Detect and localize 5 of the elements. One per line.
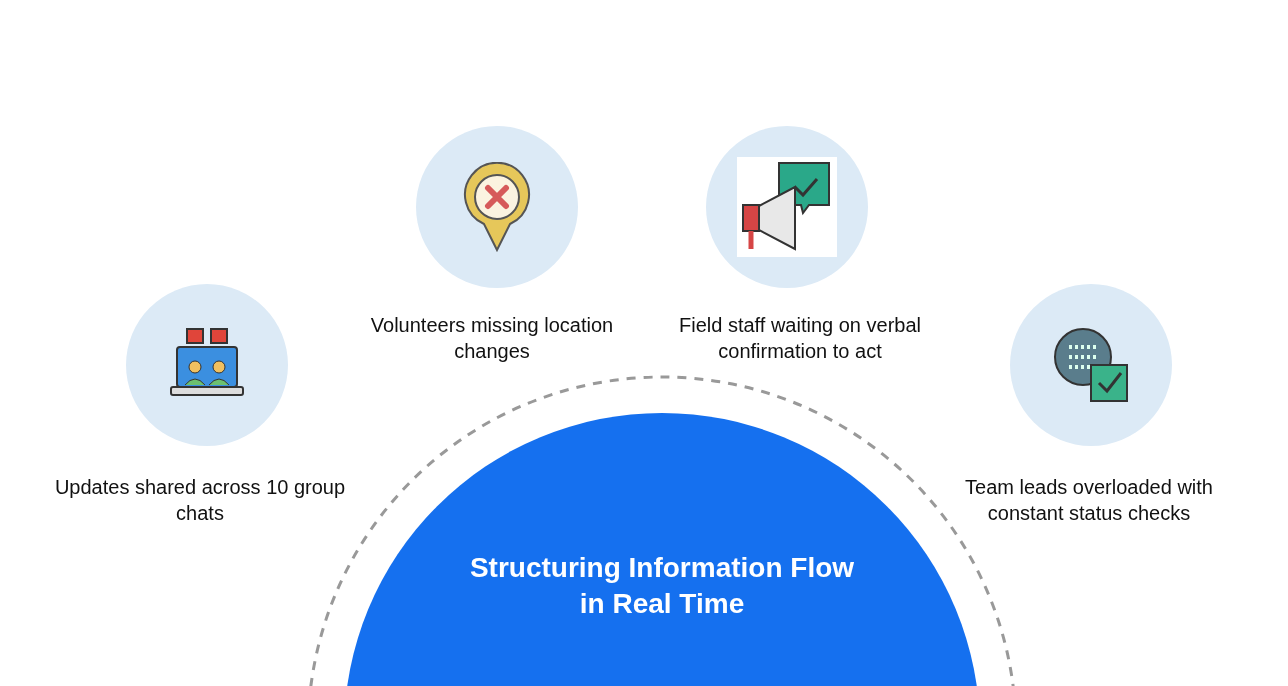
caption-text: Field staff waiting on verbal confirmation to act [678, 313, 922, 364]
caption-text: Updates shared across 10 group chats [53, 475, 347, 526]
caption-text: Volunteers missing location changes [369, 313, 615, 364]
caption-text: Team leads overloaded with constant status checks [964, 475, 1214, 526]
heading-text: Structuring Information Flow in Real Time [468, 551, 856, 621]
